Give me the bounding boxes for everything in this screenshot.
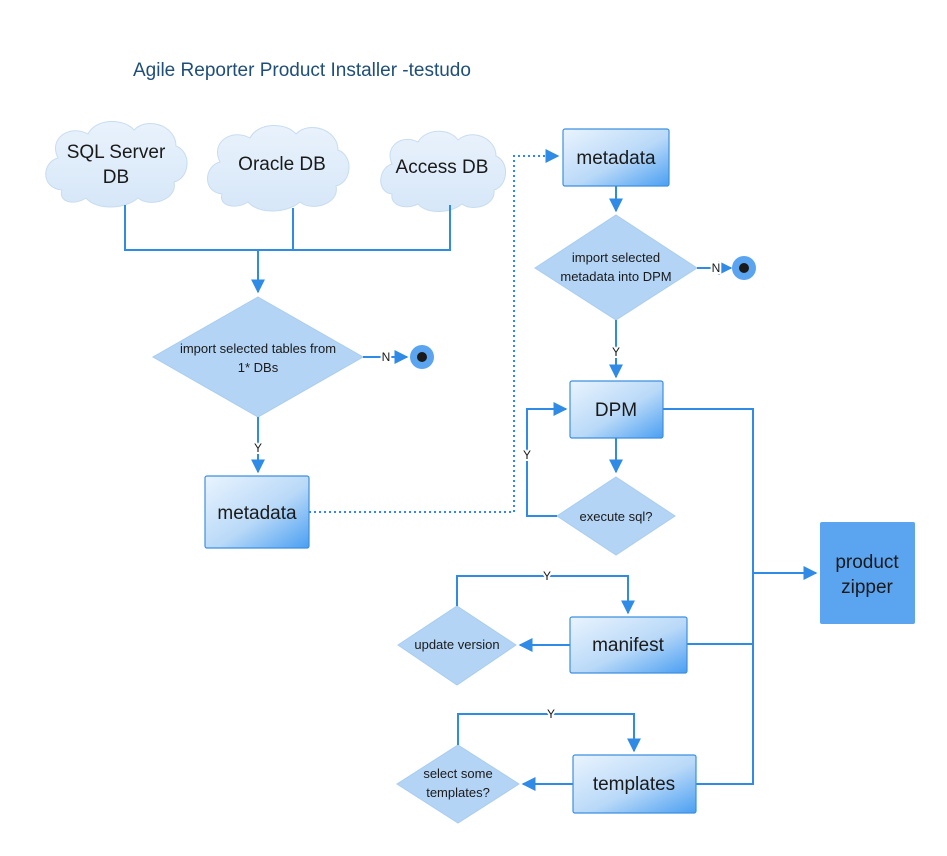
terminal-end-2 bbox=[732, 256, 756, 280]
process-manifest: manifest bbox=[569, 616, 688, 674]
decision-select-templates: select some templates? bbox=[396, 744, 520, 824]
import-tables-text-2: 1* DBs bbox=[238, 360, 279, 375]
terminal-end-1 bbox=[410, 345, 434, 369]
process-metadata-left: metadata bbox=[204, 475, 310, 549]
decision-import-tables: import selected tables from 1* DBs bbox=[151, 296, 365, 418]
product-zipper-label-1: product bbox=[835, 552, 899, 573]
no-label-1: N bbox=[382, 350, 391, 364]
process-dpm: DPM bbox=[569, 380, 664, 439]
cloud-sql-server: SQL Server DB bbox=[45, 121, 188, 208]
import-tables-text-1: import selected tables from bbox=[180, 341, 336, 356]
select-templates-text-1: select some bbox=[423, 766, 492, 781]
update-version-text: update version bbox=[414, 637, 499, 652]
cloud-access: Access DB bbox=[380, 130, 506, 212]
diagram-title: Agile Reporter Product Installer -testud… bbox=[133, 60, 471, 81]
metadata-left-label: metadata bbox=[217, 503, 297, 524]
yes-label-1: Y bbox=[254, 441, 262, 455]
access-label: Access DB bbox=[396, 157, 489, 178]
yes-label-2: Y bbox=[612, 345, 620, 359]
process-product-zipper: product zipper bbox=[820, 522, 915, 624]
cloud-oracle: Oracle DB bbox=[207, 125, 350, 212]
cloud-connectors bbox=[124, 205, 451, 294]
import-metadata-text-1: import selected bbox=[572, 250, 660, 265]
yes-label-update: Y bbox=[543, 569, 551, 583]
loop-select-templates bbox=[457, 713, 641, 753]
templates-label: templates bbox=[593, 774, 675, 795]
yes-label-sql: Y bbox=[523, 448, 531, 462]
manifest-label: manifest bbox=[592, 635, 665, 656]
dpm-label: DPM bbox=[595, 400, 637, 421]
loop-execute-sql bbox=[526, 402, 568, 517]
process-templates: templates bbox=[572, 754, 697, 814]
import-metadata-text-2: metadata into DPM bbox=[560, 269, 671, 284]
execute-sql-text: execute sql? bbox=[580, 509, 653, 524]
sql-server-label-1: SQL Server bbox=[67, 142, 166, 163]
no-label-2: N bbox=[712, 261, 721, 275]
yes-label-templates: Y bbox=[547, 707, 555, 721]
metadata-right-label: metadata bbox=[576, 148, 656, 169]
decision-execute-sql: execute sql? bbox=[556, 476, 676, 556]
loop-update-version bbox=[456, 575, 635, 615]
zipper-bus bbox=[663, 408, 818, 785]
select-templates-text-2: templates? bbox=[426, 785, 490, 800]
decision-update-version: update version bbox=[397, 605, 517, 686]
decision-import-metadata: import selected metadata into DPM bbox=[534, 214, 698, 321]
sql-server-label-2: DB bbox=[103, 167, 129, 188]
product-zipper-label-2: zipper bbox=[841, 577, 893, 598]
process-metadata-right: metadata bbox=[562, 128, 670, 187]
oracle-label: Oracle DB bbox=[238, 154, 326, 175]
